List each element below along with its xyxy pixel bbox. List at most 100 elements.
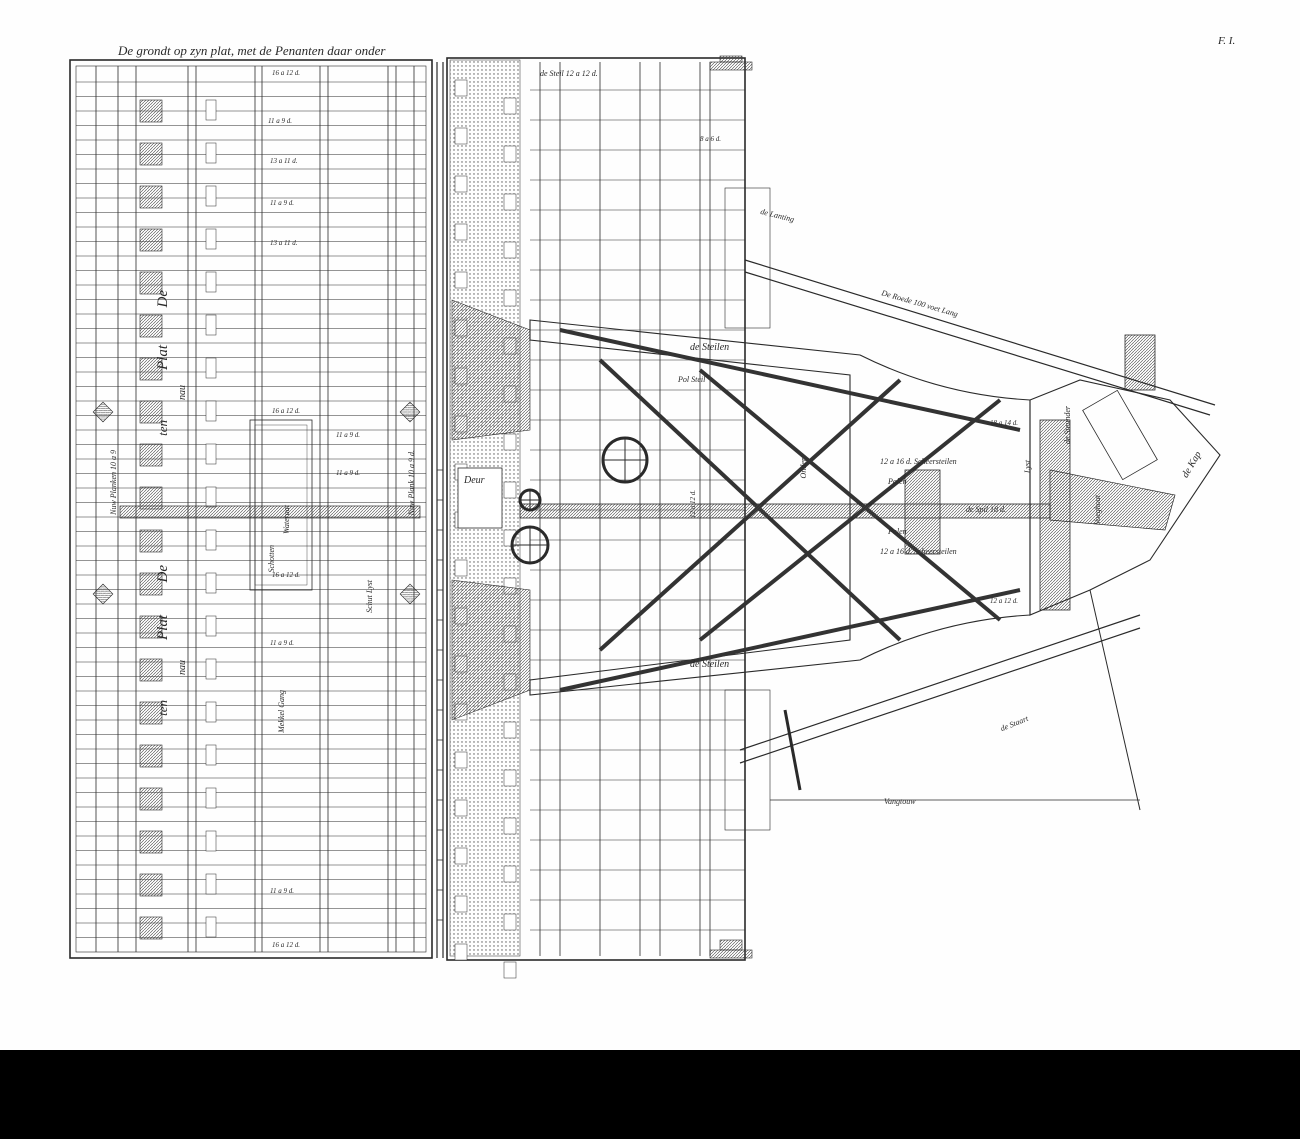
pier-block	[205, 443, 217, 465]
pier-block	[139, 142, 163, 166]
pier-block	[139, 701, 163, 725]
brick-opening	[503, 289, 517, 307]
dim-label: 11 a 9 d.	[268, 117, 292, 125]
brick-opening	[503, 769, 517, 787]
brace	[1089, 589, 1141, 811]
brick-opening	[503, 865, 517, 883]
label-steilen-upper: de Steilen	[690, 342, 730, 353]
pier-block	[205, 357, 217, 379]
brick-opening	[503, 481, 517, 499]
door	[457, 467, 503, 529]
pier-block	[139, 400, 163, 424]
pier-block	[205, 185, 217, 207]
brick-opening	[454, 751, 468, 769]
base-cap	[709, 949, 753, 959]
brick-opening	[503, 961, 517, 979]
dim-label: 16 a 12 d.	[272, 407, 300, 415]
diamond-block	[399, 401, 421, 423]
engraving-sheet: De grondt op zyn plat, met de Penanten d…	[69, 35, 1236, 979]
label-polen: Polen	[888, 477, 907, 486]
pier-block	[205, 271, 217, 293]
plate-number: F. I.	[1218, 35, 1236, 47]
plan-word: nau	[177, 385, 188, 400]
brick-opening	[454, 943, 468, 961]
pier-block	[205, 615, 217, 637]
plan-word: ten	[155, 420, 170, 436]
label-spil: de Spil 18 d.	[966, 505, 1006, 514]
wedge	[451, 299, 531, 441]
pier-block	[139, 99, 163, 123]
brace-beam	[698, 398, 1002, 642]
center-box-inner	[254, 424, 308, 586]
brace-beam	[598, 358, 902, 642]
brake-wheel	[1049, 469, 1176, 531]
diamond-block	[92, 583, 114, 605]
dim-label: 13 a 11 d.	[270, 157, 298, 165]
pier-block	[139, 529, 163, 553]
dim-label: 11 a 9 d.	[270, 887, 294, 895]
brick-opening	[503, 817, 517, 835]
dim-label: 11 a 9 d.	[270, 639, 294, 647]
dim-label: 16 a 12 d.	[272, 571, 300, 579]
label-voeghout: Voeghout	[1093, 495, 1102, 525]
dim-label: 8 a 6 d.	[700, 135, 721, 143]
diamond-block	[399, 583, 421, 605]
brick-opening	[503, 145, 517, 163]
brace-beam	[698, 368, 1002, 622]
pier-block	[205, 400, 217, 422]
plan-word: nau	[177, 660, 188, 675]
brick-opening	[503, 721, 517, 739]
left-plan-frame	[69, 59, 433, 959]
brace-beam	[559, 328, 1021, 432]
plan-word: Plat	[155, 345, 171, 370]
plan-word: ten	[155, 700, 170, 716]
pier-block	[205, 572, 217, 594]
brick-opening	[454, 799, 468, 817]
label-onder: Onder	[799, 458, 808, 479]
label-steilen-lower: de Steilen	[690, 659, 730, 670]
pier-block	[139, 830, 163, 854]
pier-block	[205, 658, 217, 680]
brick-opening	[454, 271, 468, 289]
brick-opening	[503, 193, 517, 211]
brick-opening	[454, 79, 468, 97]
dim-label: 11 a 9 d.	[336, 431, 360, 439]
brick-opening	[454, 895, 468, 913]
pier-block	[205, 529, 217, 551]
side-label: Nuw Planken 10 a 9	[109, 450, 118, 515]
pier-block	[139, 572, 163, 596]
brick-opening	[454, 127, 468, 145]
pier-block	[205, 228, 217, 250]
gallery	[724, 187, 771, 329]
windshaft	[1082, 389, 1158, 481]
label-polen: Polen	[888, 527, 907, 536]
pier-block	[139, 744, 163, 768]
dim-label: 16 a 12 d.	[272, 69, 300, 77]
label-lyst: Lyst	[1023, 460, 1032, 474]
plate-title: De grondt op zyn plat, met de Penanten d…	[118, 43, 386, 58]
pier-block	[139, 228, 163, 252]
label-steil-top: de Steil 12 a 12 d.	[540, 69, 598, 78]
sail-stock	[744, 271, 1211, 416]
pier-block	[139, 873, 163, 897]
center-box	[249, 419, 313, 591]
bottom-black-band	[0, 1050, 1300, 1139]
label-deur: Deur	[464, 475, 485, 486]
brick-opening	[454, 847, 468, 865]
label-scheersteilen: 12 a 16 d. Scheersteilen	[880, 547, 957, 556]
brick-opening	[503, 913, 517, 931]
diamond-block	[92, 401, 114, 423]
brick-opening	[503, 97, 517, 115]
pier-block	[205, 744, 217, 766]
brick-opening	[454, 559, 468, 577]
technical-drawing	[69, 55, 1221, 979]
pier-block	[139, 443, 163, 467]
pier-block	[139, 271, 163, 295]
tail-pole	[739, 627, 1141, 764]
gallery	[724, 689, 771, 831]
pier-block	[139, 916, 163, 940]
base-cap	[719, 939, 743, 951]
brick-opening	[503, 241, 517, 259]
pier-block	[205, 486, 217, 508]
center-label: Wateraat	[282, 505, 291, 535]
